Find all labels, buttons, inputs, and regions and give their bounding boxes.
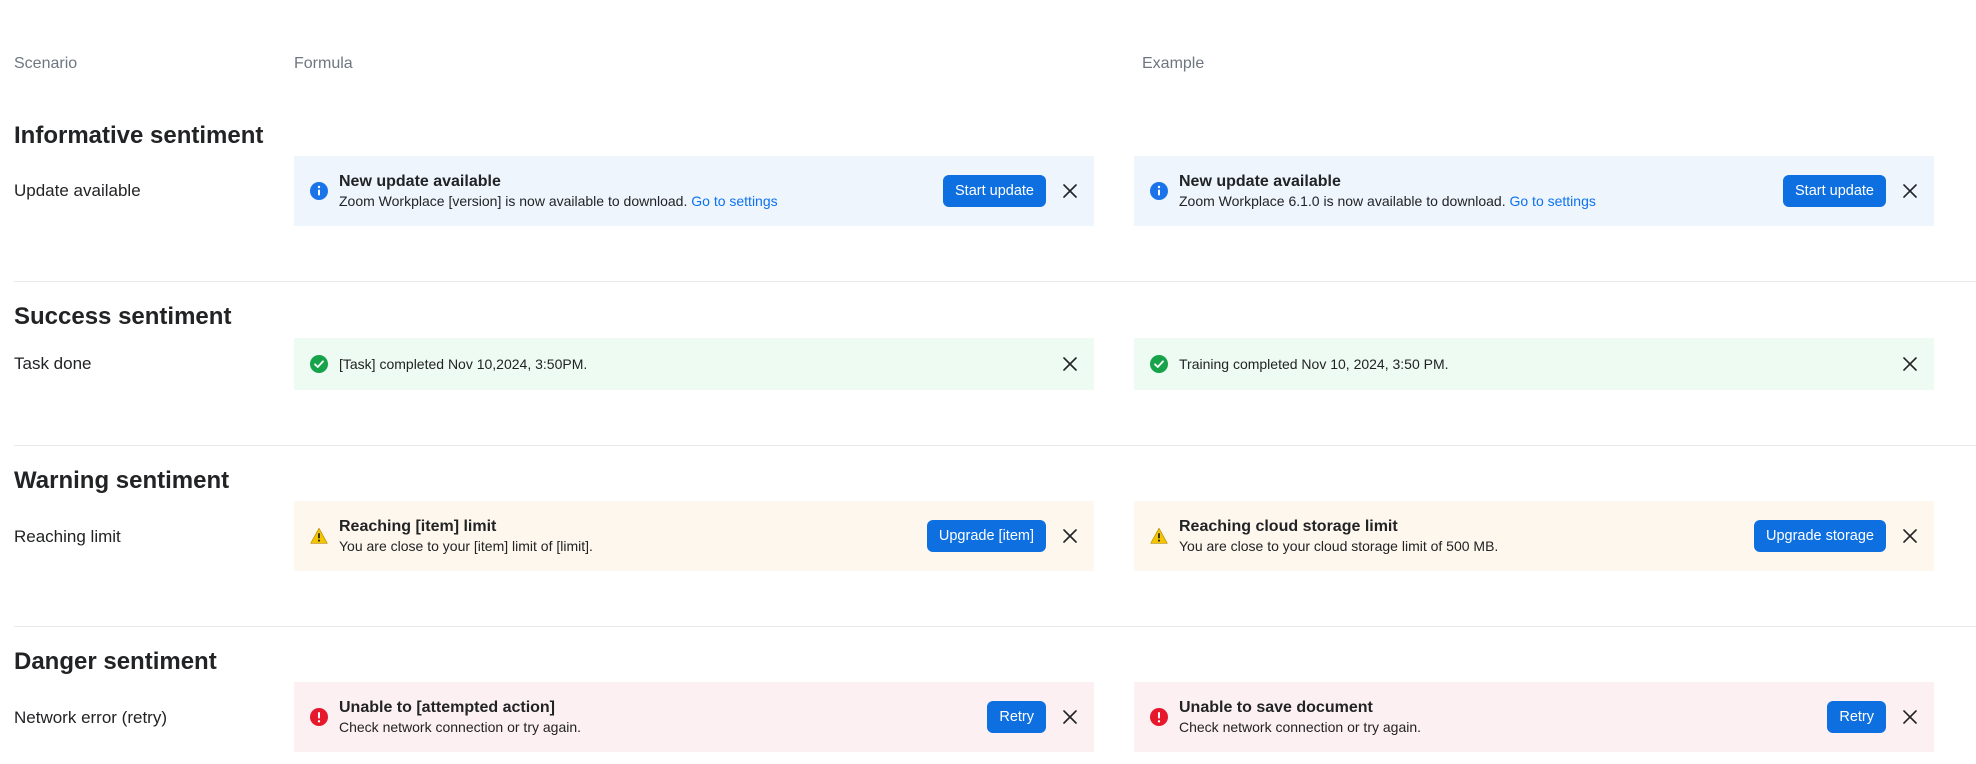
banner-title: Unable to [attempted action] [339,699,556,716]
close-icon[interactable] [1060,181,1080,201]
error-circle-icon [310,708,328,726]
column-header-example: Example [1142,55,1205,72]
example-banner-success: Training completed Nov 10, 2024, 3:50 PM… [1134,338,1934,390]
scenario-label-network-error: Network error (retry) [14,708,168,727]
go-to-settings-link[interactable]: Go to settings [691,193,778,209]
upgrade-button[interactable]: Upgrade [item] [926,520,1046,552]
section-title-danger: Danger sentiment [14,648,217,675]
banner-title: Reaching cloud storage limit [1179,518,1398,535]
close-icon[interactable] [1900,526,1920,546]
example-banner-informative: New update available Zoom Workplace 6.1.… [1134,156,1934,226]
banner-message: You are close to your cloud storage limi… [1179,538,1499,554]
close-icon[interactable] [1060,526,1080,546]
banner-message: Zoom Workplace [version] is now availabl… [339,193,688,209]
banner-message: Zoom Workplace 6.1.0 is now available to… [1179,193,1506,209]
scenario-label-update-available: Update available [14,181,141,200]
start-update-button[interactable]: Start update [1783,175,1886,207]
column-header-formula: Formula [294,55,353,72]
section-title-informative: Informative sentiment [14,122,264,149]
section-divider [14,445,1976,446]
section-divider [14,281,1976,282]
banner-message: Training completed Nov 10, 2024, 3:50 PM… [1179,356,1449,372]
info-icon [1150,182,1168,200]
banner-title: New update available [339,173,501,190]
go-to-settings-link[interactable]: Go to settings [1509,193,1596,209]
banner-message: You are close to your [item] limit of [l… [339,538,593,554]
retry-button[interactable]: Retry [1827,701,1886,733]
banner-message: Check network connection or try again. [1179,719,1422,735]
warning-triangle-icon [310,527,328,545]
formula-banner-warning: Reaching [item] limit You are close to y… [294,501,1094,571]
example-banner-danger: Unable to save document Check network co… [1134,682,1934,752]
formula-banner-informative: New update available Zoom Workplace [ver… [294,156,1094,226]
info-icon [310,182,328,200]
banner-message: [Task] completed Nov 10,2024, 3:50PM. [339,356,588,372]
close-icon[interactable] [1900,181,1920,201]
section-title-success: Success sentiment [14,303,232,330]
error-circle-icon [1150,708,1168,726]
scenario-label-task-done: Task done [14,354,92,373]
banner-title: New update available [1179,173,1341,190]
banner-message: Check network connection or try again. [339,719,582,735]
banner-title: Reaching [item] limit [339,518,497,535]
close-icon[interactable] [1060,707,1080,727]
section-title-warning: Warning sentiment [14,467,230,494]
retry-button[interactable]: Retry [987,701,1046,733]
section-divider [14,626,1976,627]
close-icon[interactable] [1900,707,1920,727]
formula-banner-success: [Task] completed Nov 10,2024, 3:50PM. [294,338,1094,390]
check-circle-icon [1150,355,1168,373]
scenario-label-reaching-limit: Reaching limit [14,527,121,546]
banner-title: Unable to save document [1179,699,1373,716]
formula-banner-danger: Unable to [attempted action] Check netwo… [294,682,1094,752]
start-update-button[interactable]: Start update [943,175,1046,207]
close-icon[interactable] [1900,354,1920,374]
example-banner-warning: Reaching cloud storage limit You are clo… [1134,501,1934,571]
close-icon[interactable] [1060,354,1080,374]
check-circle-icon [310,355,328,373]
upgrade-storage-button[interactable]: Upgrade storage [1753,520,1886,552]
warning-triangle-icon [1150,527,1168,545]
column-header-scenario: Scenario [14,55,78,72]
